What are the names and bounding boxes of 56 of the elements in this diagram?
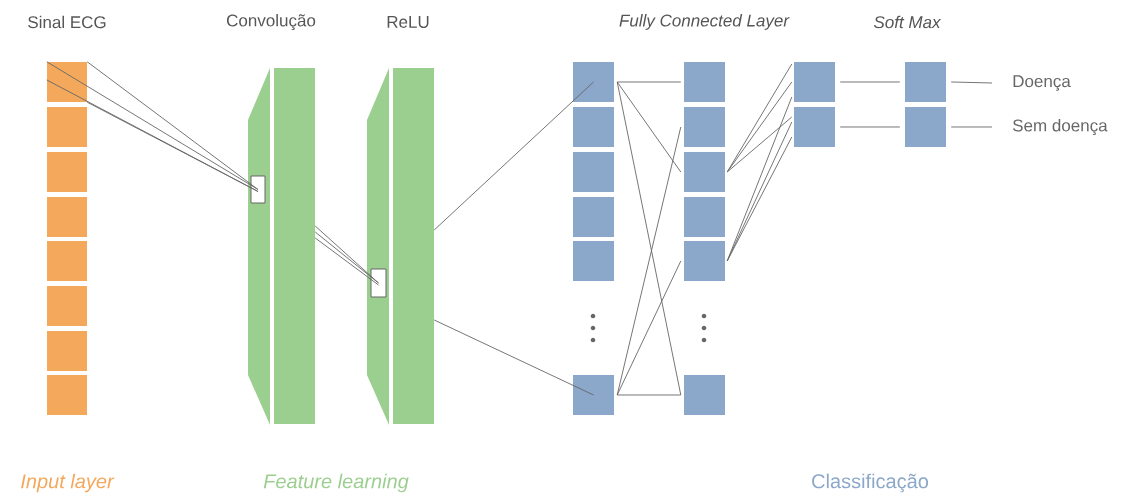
neuron-box (573, 107, 614, 147)
input-cell (47, 375, 87, 415)
neuron-box (573, 152, 614, 192)
section-label: Input layer (21, 473, 115, 493)
connection-line (726, 81, 793, 173)
output-label: Doença (1013, 75, 1071, 91)
column-label: ReLU (387, 16, 429, 28)
section-label: Classificação (812, 473, 929, 493)
feature-map (274, 68, 315, 424)
input-cell (47, 331, 87, 371)
neuron-box (684, 197, 725, 237)
neuron-box (684, 152, 725, 192)
column-label: Convolução (227, 14, 316, 30)
connection-line (839, 126, 901, 128)
neuron-box (684, 62, 725, 102)
feature-map-slice (367, 68, 389, 425)
neuron-box (573, 375, 614, 415)
input-cell (47, 241, 87, 281)
neuron-box (794, 107, 835, 147)
connection-line (839, 81, 901, 83)
kernel-window (370, 268, 387, 298)
feature-map (393, 68, 434, 424)
column-label: Soft Max (873, 15, 942, 29)
connection-line (950, 126, 993, 128)
neuron-box (684, 107, 725, 147)
neuron-box (905, 62, 946, 102)
feature-map-slice (248, 68, 270, 425)
input-cell (47, 197, 87, 237)
connection-line (616, 260, 682, 396)
connection-line (46, 61, 259, 190)
column-label: Sinal ECG (28, 15, 106, 29)
connection-line (726, 116, 793, 173)
neuron-box (794, 62, 835, 102)
neuron-box (684, 241, 725, 281)
connection-line (616, 81, 682, 83)
neuron-box (905, 107, 946, 147)
input-cell (47, 62, 87, 102)
input-cell (47, 286, 87, 326)
input-cell (47, 152, 87, 192)
connection-line (433, 319, 594, 396)
connection-line (433, 81, 594, 231)
connection-line (950, 81, 993, 84)
connection-line (616, 81, 682, 173)
neuron-box (573, 241, 614, 281)
output-label: Sem doença (1012, 119, 1108, 135)
neuron-box (684, 375, 725, 415)
connection-line (616, 394, 682, 396)
input-cell (47, 107, 87, 147)
section-label: Feature learning (263, 473, 409, 493)
connection-line (86, 101, 259, 192)
neuron-box (573, 197, 614, 237)
connection-line (726, 96, 793, 262)
column-label: Fully Connected Layer (619, 14, 790, 30)
neuron-box (573, 62, 614, 102)
kernel-window (250, 175, 266, 204)
connection-line (86, 61, 259, 190)
